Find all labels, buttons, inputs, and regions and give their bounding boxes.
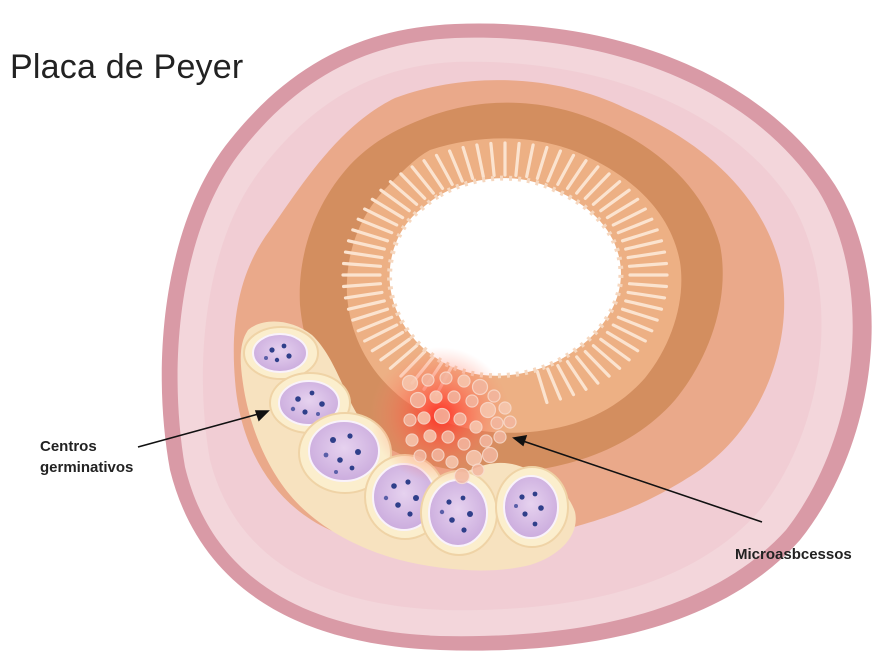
microabscess-cell xyxy=(466,395,478,407)
microabscess-cell xyxy=(488,390,500,402)
microabscess-cell xyxy=(448,391,460,403)
diagram-title: Placa de Peyer xyxy=(10,48,243,87)
germinal-center-5 xyxy=(429,480,487,546)
microabscess-cell xyxy=(418,412,430,424)
label-centros-line2: germinativos xyxy=(40,457,133,478)
microabscess-cell xyxy=(454,413,466,425)
microabscess-cell xyxy=(480,435,492,447)
microabscess-cell xyxy=(483,448,498,463)
microabscess-cell xyxy=(499,402,511,414)
microabscess-cell xyxy=(442,431,454,443)
germinal-center-3 xyxy=(309,421,379,481)
follicle-5 xyxy=(421,471,497,555)
microabscess-cell xyxy=(504,416,516,428)
microabscess-cell xyxy=(414,450,426,462)
microabscess-cell xyxy=(473,380,488,395)
microabscess-cell xyxy=(435,409,450,424)
follicle-1 xyxy=(244,327,318,379)
label-microabscesos: Microasbcessos xyxy=(735,544,852,565)
microabscess-cell xyxy=(424,430,436,442)
microabscess-cell xyxy=(491,417,503,429)
microabscess-cell xyxy=(411,393,426,408)
label-centros-germinativos: Centros germinativos xyxy=(40,436,133,478)
microabscess-cell xyxy=(446,456,458,468)
microabscess-cell xyxy=(430,391,442,403)
microabscess-cell xyxy=(481,403,496,418)
microabscess-cell xyxy=(472,464,484,476)
microabscess-cell xyxy=(404,414,416,426)
germinal-center-6 xyxy=(504,476,558,538)
microabscess-cell xyxy=(406,434,418,446)
germinal-center-1 xyxy=(253,334,307,372)
microabscess-cell xyxy=(455,469,470,484)
microabscess-cell xyxy=(494,431,506,443)
microabscess-cell xyxy=(458,375,470,387)
microabscess-cell xyxy=(422,374,434,386)
label-centros-line1: Centros xyxy=(40,436,133,457)
microabscess-cell xyxy=(458,438,470,450)
microabscess-cell xyxy=(467,451,482,466)
microabscess-cell xyxy=(432,449,444,461)
microabscess-cell xyxy=(470,421,482,433)
microabscess-cell xyxy=(403,376,418,391)
follicle-6 xyxy=(496,467,568,547)
microabscess-cell xyxy=(440,372,452,384)
